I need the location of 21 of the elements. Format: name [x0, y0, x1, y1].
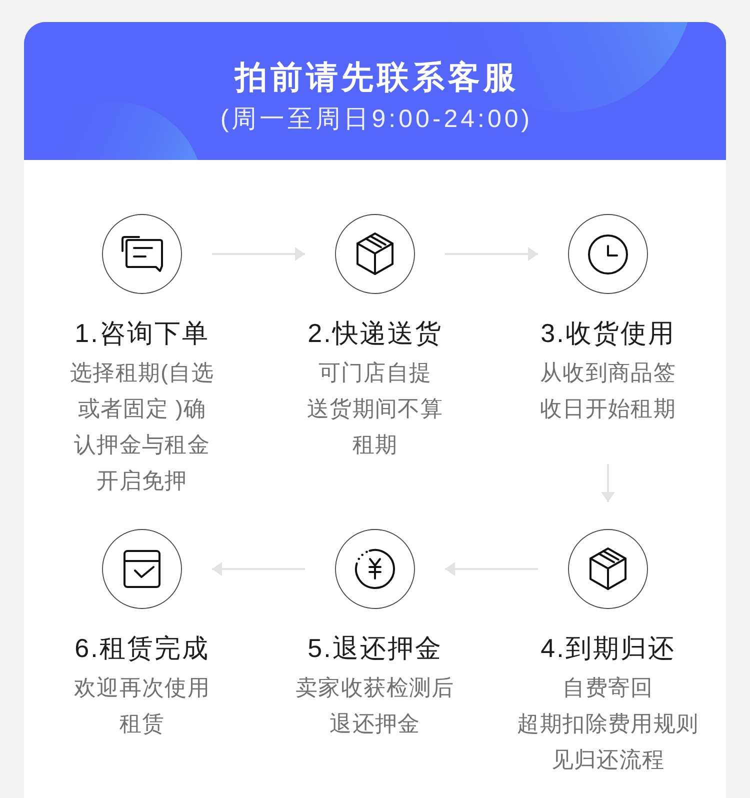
step-description: 超期扣除费用规则见归还流程	[516, 710, 700, 774]
subtitle: (周一至周日9:00-24:00)	[219, 104, 533, 134]
arrow	[212, 247, 305, 261]
step-description: 送货期间不算租期	[306, 395, 444, 459]
arrow	[445, 562, 538, 576]
step-description: 选择租期(自选或者固定 )确认押金与租金开启免押	[68, 359, 216, 495]
title: 拍前请先联系客服	[233, 58, 519, 97]
step-heading: 1.咨询下单	[74, 317, 210, 350]
arrow	[601, 464, 615, 502]
step-heading: 6.租赁完成	[74, 632, 210, 665]
step-description: 欢迎再次使用租赁	[72, 674, 212, 738]
arrow	[445, 247, 538, 261]
step-description: 从收到商品签收日开始租期	[538, 359, 678, 423]
step-description: 卖家收获检测后退还押金	[294, 674, 456, 738]
step-heading: 4.到期归还	[540, 632, 676, 665]
arrow	[212, 562, 305, 576]
step-description: 自费寄回	[562, 674, 654, 702]
step-description: 可门店自提	[318, 359, 432, 387]
step-heading: 2.快递送货	[308, 317, 442, 350]
step-heading: 5.退还押金	[308, 632, 442, 665]
step-heading: 3.收货使用	[540, 317, 676, 350]
